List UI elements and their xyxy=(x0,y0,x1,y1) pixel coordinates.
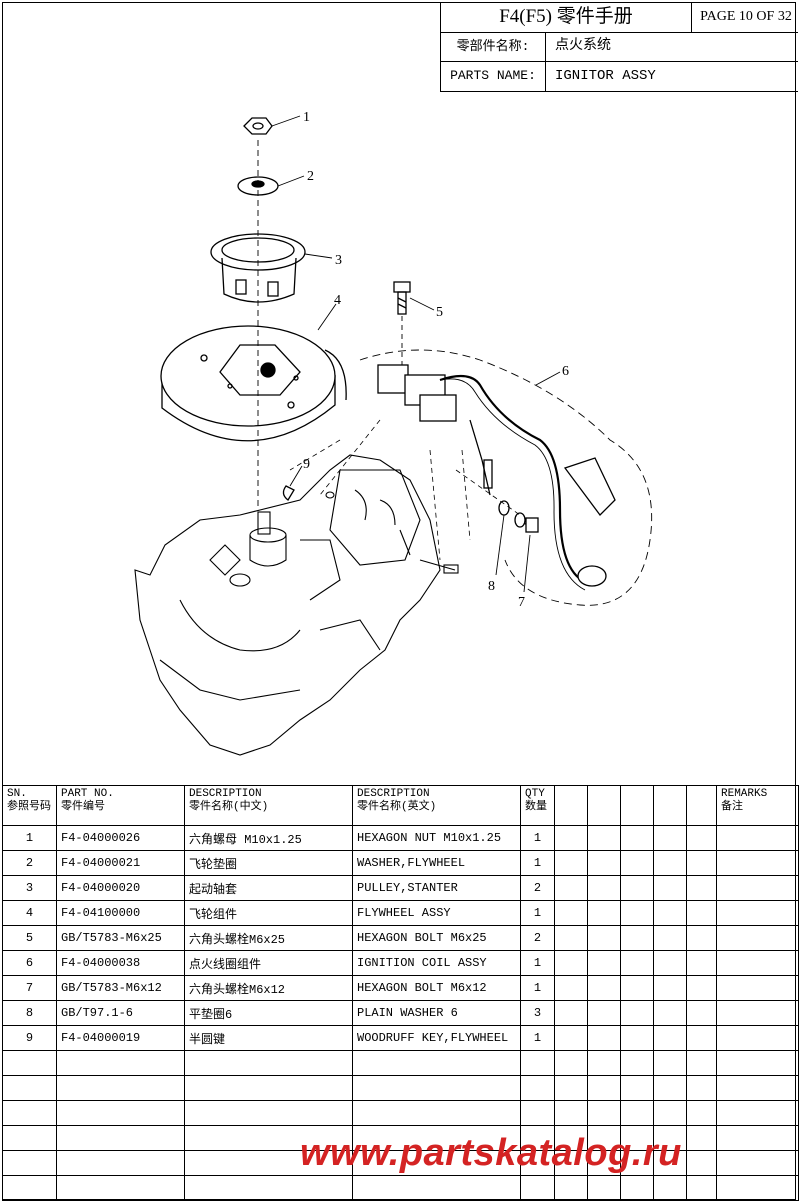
empty-row xyxy=(2,1125,799,1151)
empty-row xyxy=(2,1175,799,1201)
cell-sn: 5 xyxy=(2,925,57,951)
cell-desc-en: IGNITION COIL ASSY xyxy=(352,950,521,976)
cell-desc-cn: 飞轮组件 xyxy=(184,900,353,926)
cell-qty: 1 xyxy=(520,950,555,976)
callout-8: 8 xyxy=(488,579,495,594)
cell-desc-cn: 六角头螺栓M6x12 xyxy=(184,975,353,1001)
cell-part-no: F4-04000038 xyxy=(56,950,185,976)
cell-qty: 1 xyxy=(520,850,555,876)
cell-desc-en: FLYWHEEL ASSY xyxy=(352,900,521,926)
cell-part-no: GB/T5783-M6x25 xyxy=(56,925,185,951)
callout-7: 7 xyxy=(518,595,525,610)
cell-desc-en: PLAIN WASHER 6 xyxy=(352,1000,521,1026)
cell-part-no: F4-04000021 xyxy=(56,850,185,876)
cell-sn: 1 xyxy=(2,825,57,851)
cell-qty: 2 xyxy=(520,925,555,951)
cell-desc-en: HEXAGON BOLT M6x25 xyxy=(352,925,521,951)
callout-6: 6 xyxy=(562,364,569,379)
cell-desc-en: HEXAGON NUT M10x1.25 xyxy=(352,825,521,851)
plain-washer-drawing xyxy=(498,500,526,528)
cell-qty: 1 xyxy=(520,975,555,1001)
callout-3: 3 xyxy=(335,253,342,268)
cell-desc-cn: 平垫圈6 xyxy=(184,1000,353,1026)
empty-row xyxy=(2,1150,799,1176)
cell-sn: 4 xyxy=(2,900,57,926)
exploded-diagram: 1 2 3 4 5 6 7 8 9 xyxy=(134,110,653,756)
parts-name-cn-value: 点火系统 xyxy=(555,38,611,54)
callout-2: 2 xyxy=(307,169,314,184)
engine-block-drawing xyxy=(134,454,459,756)
empty-row xyxy=(2,1100,799,1126)
cell-qty: 1 xyxy=(520,1025,555,1051)
flywheel-drawing xyxy=(160,325,347,442)
header-part-no: PART NO.零件编号 xyxy=(56,785,185,826)
callout-1: 1 xyxy=(303,110,310,125)
hex-nut-drawing xyxy=(243,117,273,135)
header-sn: SN.参照号码 xyxy=(2,785,57,826)
cell-sn: 7 xyxy=(2,975,57,1001)
callout-5: 5 xyxy=(436,305,443,320)
watermark: www.partskatalog.ru xyxy=(300,1132,682,1174)
cell-sn: 9 xyxy=(2,1025,57,1051)
cell-qty: 1 xyxy=(520,825,555,851)
woodruff-key-drawing xyxy=(282,485,295,501)
callout-9: 9 xyxy=(303,457,310,472)
ignition-coil-drawing xyxy=(359,349,653,606)
manual-title: F4(F5) 零件手册 xyxy=(441,2,692,32)
cell-part-no: GB/T5783-M6x12 xyxy=(56,975,185,1001)
cell-part-no: F4-04100000 xyxy=(56,900,185,926)
parts-name-en-label: PARTS NAME: xyxy=(441,61,546,91)
cell-desc-en: PULLEY,STANTER xyxy=(352,875,521,901)
cell-desc-en: HEXAGON BOLT M6x12 xyxy=(352,975,521,1001)
cell-desc-cn: 半圆键 xyxy=(184,1025,353,1051)
cell-part-no: F4-04000020 xyxy=(56,875,185,901)
cell-desc-en: WASHER,FLYWHEEL xyxy=(352,850,521,876)
parts-name-cn-label: 零部件名称: xyxy=(441,32,546,61)
cell-part-no: F4-04000026 xyxy=(56,825,185,851)
parts-name-en-value: IGNITOR ASSY xyxy=(555,68,656,84)
cell-qty: 2 xyxy=(520,875,555,901)
cell-desc-cn: 飞轮垫圈 xyxy=(184,850,353,876)
hex-bolt-m6x25-drawing xyxy=(393,281,411,365)
cell-desc-cn: 六角头螺栓M6x25 xyxy=(184,925,353,951)
empty-row xyxy=(2,1075,799,1101)
callout-4: 4 xyxy=(334,293,341,308)
page-number: PAGE 10 OF 32 xyxy=(700,9,792,24)
cell-desc-cn: 六角螺母 M10x1.25 xyxy=(184,825,353,851)
cell-desc-cn: 点火线圈组件 xyxy=(184,950,353,976)
cell-sn: 6 xyxy=(2,950,57,976)
cell-desc-cn: 起动轴套 xyxy=(184,875,353,901)
title-block: F4(F5) 零件手册 PAGE 10 OF 32 零部件名称: 点火系统 PA… xyxy=(440,2,798,92)
cell-sn: 8 xyxy=(2,1000,57,1026)
empty-row xyxy=(2,1050,799,1076)
cell-part-no: GB/T97.1-6 xyxy=(56,1000,185,1026)
cell-sn: 2 xyxy=(2,850,57,876)
cell-part-no: F4-04000019 xyxy=(56,1025,185,1051)
cell-qty: 3 xyxy=(520,1000,555,1026)
cell-sn: 3 xyxy=(2,875,57,901)
cell-desc-en: WOODRUFF KEY,FLYWHEEL xyxy=(352,1025,521,1051)
cell-qty: 1 xyxy=(520,900,555,926)
